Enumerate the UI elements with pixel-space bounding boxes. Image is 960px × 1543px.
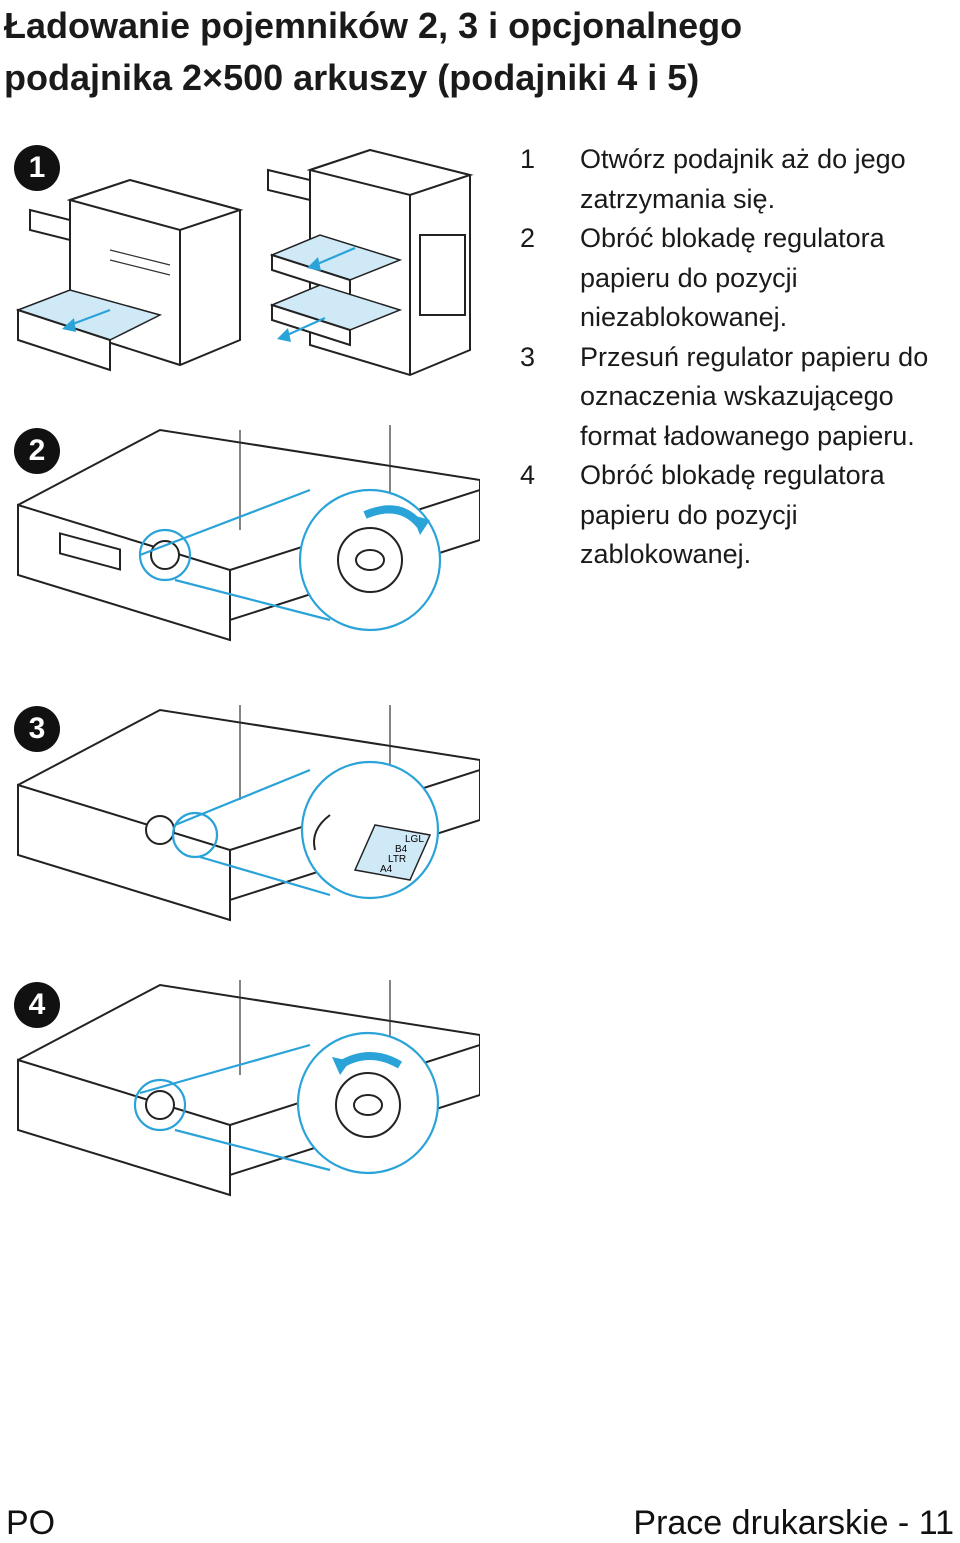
step-item-3: 3 Przesuń regulator papieru do oznaczeni…: [520, 338, 956, 457]
guide-lock-detail: [133, 1031, 440, 1175]
step-text: Obróć blokadę regulatora papieru do pozy…: [580, 460, 885, 569]
step-text: Obróć blokadę regulatora papieru do pozy…: [580, 223, 885, 332]
step-badge-1: 1: [14, 145, 60, 191]
footer-page-label: Prace drukarskie - 11: [633, 1504, 954, 1542]
page-title-line-2: podajnika 2×500 arkuszy (podajniki 4 i 5…: [4, 57, 700, 98]
step-item-4: 4 Obróć blokadę regulatora papieru do po…: [520, 456, 956, 575]
step-item-1: 1 Otwórz podajnik aż do jego zatrzymania…: [520, 140, 956, 219]
size-label-b4: B4: [395, 844, 408, 855]
step-item-2: 2 Obróć blokadę regulatora papieru do po…: [520, 219, 956, 338]
step-badge-2: 2: [14, 428, 60, 474]
printer-illustration-left: [15, 178, 244, 372]
size-label-lgl: LGL: [405, 834, 424, 845]
instruction-steps: 1 Otwórz podajnik aż do jego zatrzymania…: [520, 140, 956, 575]
step-badge-3: 3: [14, 706, 60, 752]
printer-illustration-right: [267, 148, 474, 377]
figure-open-tray: [15, 148, 474, 377]
page-title: Ładowanie pojemników 2, 3 i opcjonalnego…: [4, 0, 954, 104]
step-badge-4: 4: [14, 982, 60, 1028]
guide-lock-detail: [138, 488, 442, 632]
figure-lock-guide: [17, 980, 480, 1197]
step-text: Otwórz podajnik aż do jego zatrzymania s…: [580, 144, 906, 214]
step-number: 4: [520, 460, 536, 490]
size-marks-detail: LGL B4 LTR A4: [171, 760, 440, 900]
page-title-line-1: Ładowanie pojemników 2, 3 i opcjonalnego: [4, 5, 743, 46]
step-number: 1: [520, 144, 536, 174]
step-number: 2: [520, 223, 536, 253]
footer-language-code: PO: [6, 1504, 56, 1542]
step-number: 3: [520, 341, 536, 372]
figure-slide-guide: LGL B4 LTR A4: [17, 705, 480, 922]
step-text: Przesuń regulator papieru do oznaczenia …: [580, 341, 929, 451]
size-label-a4: A4: [380, 864, 393, 875]
figure-unlock-guide: [17, 425, 480, 642]
size-label-ltr: LTR: [388, 854, 406, 865]
